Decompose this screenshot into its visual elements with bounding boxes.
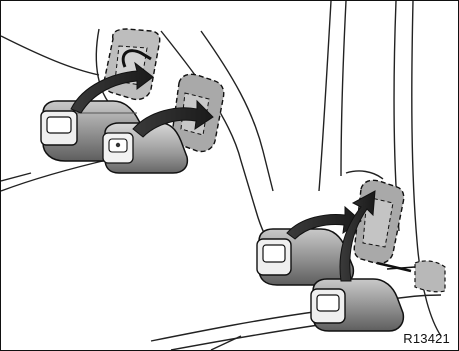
seat-hook-lower-left: [257, 229, 353, 285]
stowed-hook-upper-left: [104, 29, 159, 100]
figure-reference-code: R13421: [403, 331, 450, 346]
arrow-lower-side: [377, 263, 415, 271]
seat-hook-lower-right: [311, 279, 403, 331]
